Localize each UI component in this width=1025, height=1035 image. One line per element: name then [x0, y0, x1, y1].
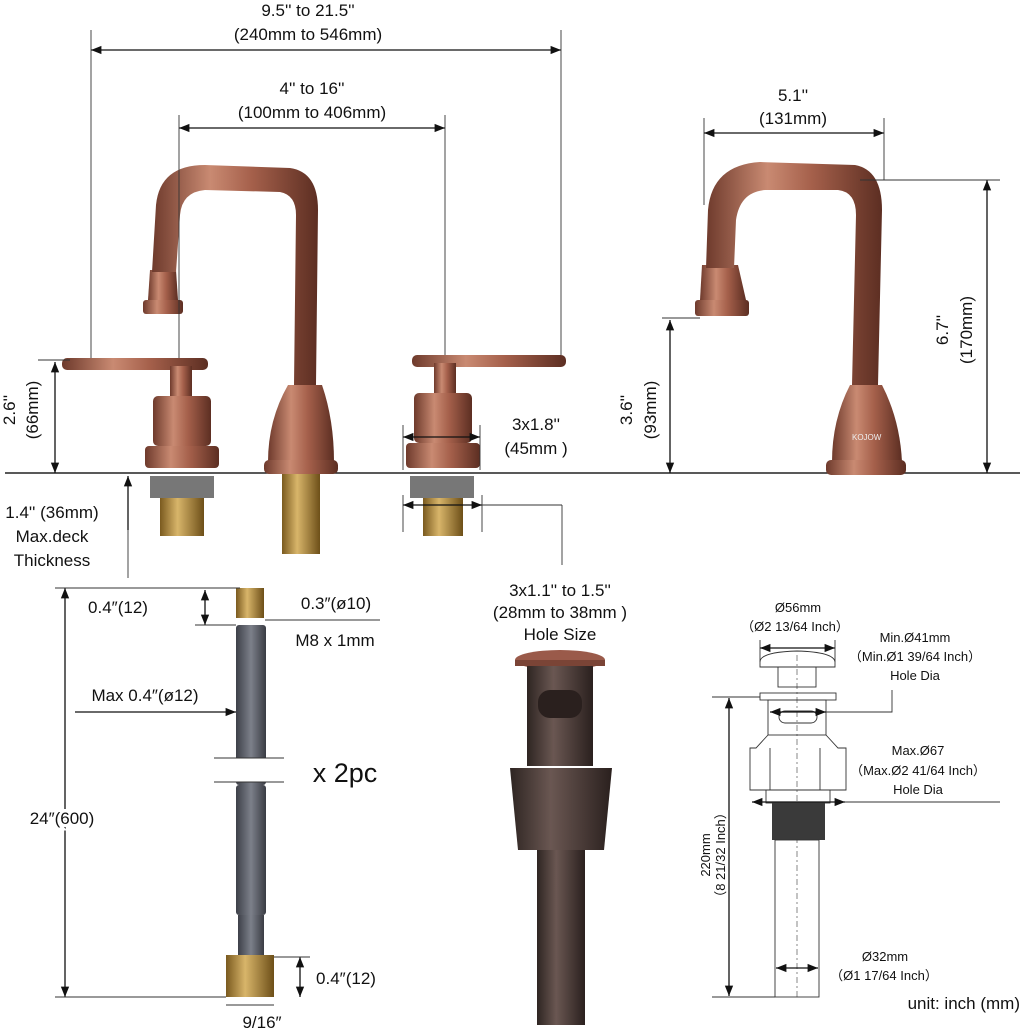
hose-thread-label: M8 x 1mm [295, 631, 374, 650]
drain-height-inch: （8 21/32 Inch） [713, 806, 728, 904]
drain-cap-mm: Ø56mm [775, 600, 821, 615]
unit-note: unit: inch (mm) [908, 994, 1020, 1013]
spout-reach-inch: 5.1'' [778, 86, 808, 105]
base-diameter-mm: (45mm ) [504, 439, 567, 458]
total-height-inch: 6.7'' [933, 315, 952, 345]
overall-width-inch: 9.5'' to 21.5'' [261, 1, 354, 20]
hose-quantity-label: x 2pc [313, 758, 378, 788]
right-handle [406, 355, 566, 536]
base-diameter-inch: 3x1.8'' [512, 415, 560, 434]
drain-min-hole-mm: Min.Ø41mm [880, 630, 951, 645]
handle-height-mm: (66mm) [23, 381, 42, 440]
hose-bottom-nut-label: 0.4″(12) [316, 969, 376, 988]
drain-drawing [712, 640, 1000, 1000]
hose-dimension-lines [55, 587, 380, 1006]
hose-top-nut-label: 0.4″(12) [88, 598, 148, 617]
hole-size-line1: 3x1.1'' to 1.5'' [509, 581, 611, 600]
drain-tail-mm: Ø32mm [862, 949, 908, 964]
hose-fitting-label: 9/16″ [242, 1013, 281, 1032]
drain-max-hole-label: Hole Dia [893, 782, 944, 797]
spout-reach-mm: (131mm) [759, 109, 827, 128]
supply-hose [214, 588, 284, 997]
hose-max-dia-label: Max 0.4″(ø12) [91, 686, 198, 705]
deck-thickness-line3: Thickness [14, 551, 91, 570]
side-view-spout: KOJOW [695, 162, 906, 475]
center-spread-mm: (100mm to 406mm) [238, 103, 386, 122]
left-handle [62, 358, 219, 536]
hole-size-line3: Hole Size [524, 625, 597, 644]
drain-tail-inch: （Ø1 17/64 Inch） [830, 968, 938, 983]
drain-height-mm: 220mm [698, 833, 713, 876]
deck-thickness-line1: 1.4'' (36mm) [5, 503, 98, 522]
deck-thickness-line2: Max.deck [16, 527, 89, 546]
total-height-mm: (170mm) [957, 296, 976, 364]
spout-clearance-mm: (93mm) [641, 381, 660, 440]
drain-max-hole-inch: （Max.Ø2 41/64 Inch） [850, 763, 986, 778]
hole-size-line2: (28mm to 38mm ) [493, 603, 627, 622]
drain-min-hole-label: Hole Dia [890, 668, 941, 683]
spout-clearance-inch: 3.6'' [617, 395, 636, 425]
drain-cap-inch: （Ø2 13/64 Inch） [741, 619, 849, 634]
spout [143, 165, 338, 554]
hose-length-label: 24″(600) [30, 809, 95, 828]
drain-max-hole-mm: Max.Ø67 [892, 743, 945, 758]
overall-width-mm: (240mm to 546mm) [234, 25, 382, 44]
drain-min-hole-inch: （Min.Ø1 39/64 Inch） [849, 649, 981, 664]
pop-up-drain [510, 650, 612, 1025]
center-spread-inch: 4'' to 16'' [280, 79, 345, 98]
handle-height-inch: 2.6'' [0, 395, 19, 425]
brand-mark: KOJOW [852, 433, 882, 442]
faucet-dimension-lines [38, 30, 1000, 578]
hose-tip-label: 0.3″(ø10) [301, 594, 371, 613]
